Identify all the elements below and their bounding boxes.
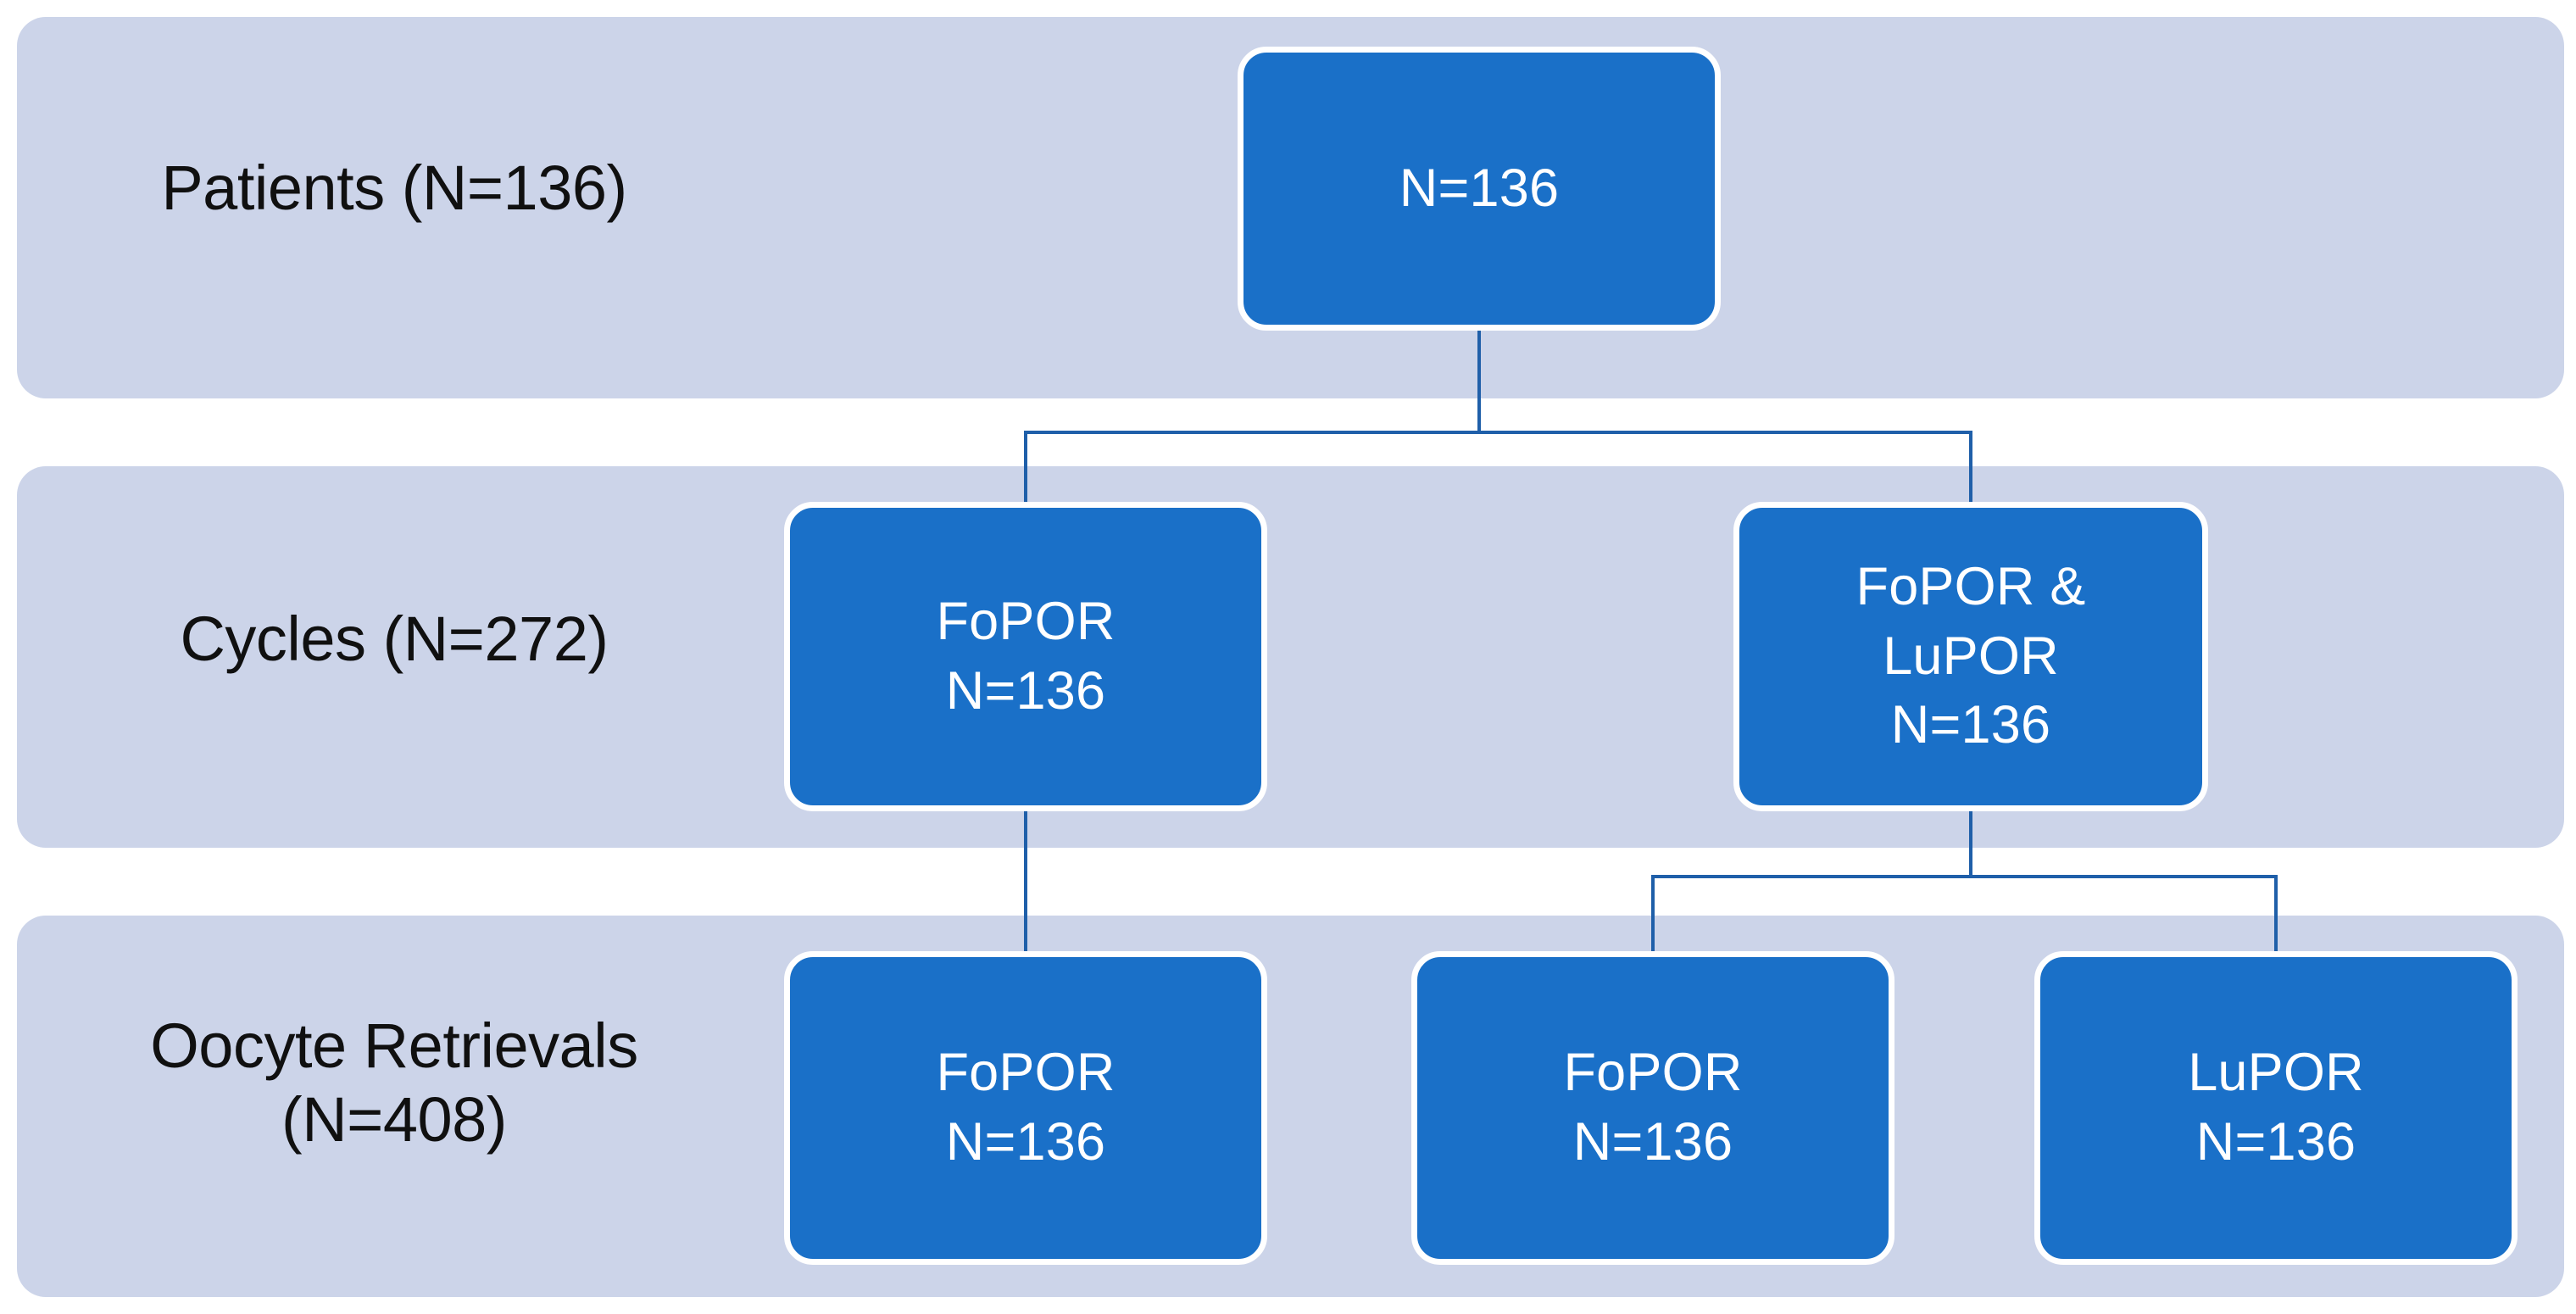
connector-to-retrieval-3 bbox=[2274, 875, 2278, 953]
node-retrieval-fopor-left[interactable]: FoPOR N=136 bbox=[784, 951, 1267, 1265]
node-cycle-fopor[interactable]: FoPOR N=136 bbox=[784, 502, 1267, 811]
connector-to-cycle-2 bbox=[1969, 431, 1972, 504]
node-cycle-fopor-and-lupor[interactable]: FoPOR & LuPOR N=136 bbox=[1733, 502, 2208, 811]
stage-label-oocyte-retrievals: Oocyte Retrievals (N=408) bbox=[150, 1011, 638, 1155]
stage-label-cycles: Cycles (N=272) bbox=[180, 604, 609, 674]
connector-cycle-2-stem bbox=[1969, 811, 1972, 877]
node-root-patients[interactable]: N=136 bbox=[1238, 47, 1721, 331]
node-retrieval-fopor-middle[interactable]: FoPOR N=136 bbox=[1411, 951, 1894, 1265]
connector-to-retrieval-2 bbox=[1651, 875, 1655, 953]
connector-cycles-bar bbox=[1024, 431, 1972, 434]
stage-label-patients: Patients (N=136) bbox=[161, 153, 627, 223]
connector-to-cycle-1 bbox=[1024, 431, 1027, 504]
node-retrieval-lupor-right[interactable]: LuPOR N=136 bbox=[2034, 951, 2518, 1265]
connector-retrievals-bar bbox=[1651, 875, 2278, 878]
connector-cycle-1-to-retrieval-1 bbox=[1024, 811, 1027, 953]
connector-root-stem bbox=[1477, 331, 1481, 432]
